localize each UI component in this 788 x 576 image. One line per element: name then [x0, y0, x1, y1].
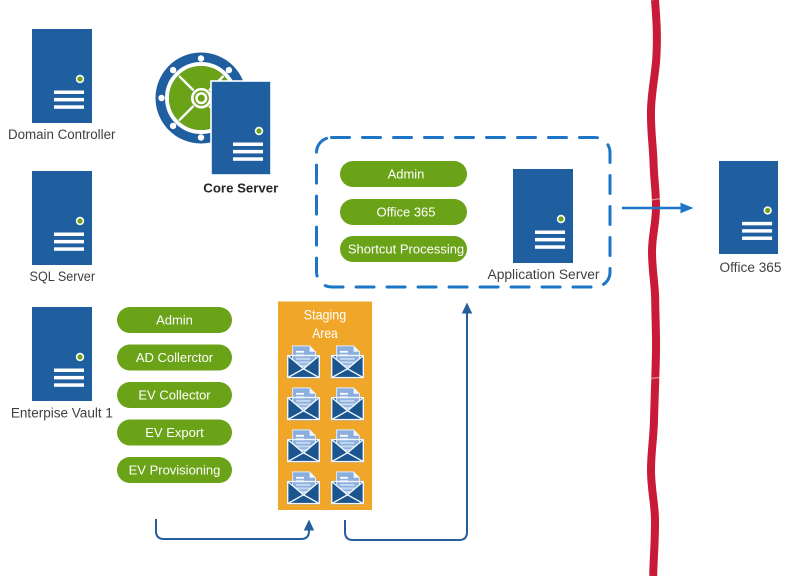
svg-text:Area: Area	[312, 325, 338, 341]
svg-text:EV Collector: EV Collector	[138, 388, 211, 403]
svg-text:Office 365: Office 365	[376, 205, 435, 220]
svg-text:SQL Server: SQL Server	[30, 269, 96, 284]
svg-text:EV Provisioning: EV Provisioning	[129, 463, 221, 478]
svg-text:Shortcut Processing: Shortcut Processing	[348, 242, 464, 257]
svg-text:Core Server: Core Server	[203, 180, 278, 195]
svg-text:Admin: Admin	[156, 313, 193, 328]
svg-text:Staging: Staging	[304, 307, 347, 323]
svg-text:EV Export: EV Export	[145, 425, 204, 440]
svg-text:Office 365: Office 365	[720, 260, 782, 275]
svg-text:Admin: Admin	[388, 167, 425, 182]
svg-text:Domain Controller: Domain Controller	[8, 127, 116, 142]
svg-text:Application Server: Application Server	[488, 267, 601, 282]
svg-text:AD Collerctor: AD Collerctor	[136, 350, 214, 365]
svg-text:Enterpise Vault 1: Enterpise Vault 1	[11, 405, 113, 420]
